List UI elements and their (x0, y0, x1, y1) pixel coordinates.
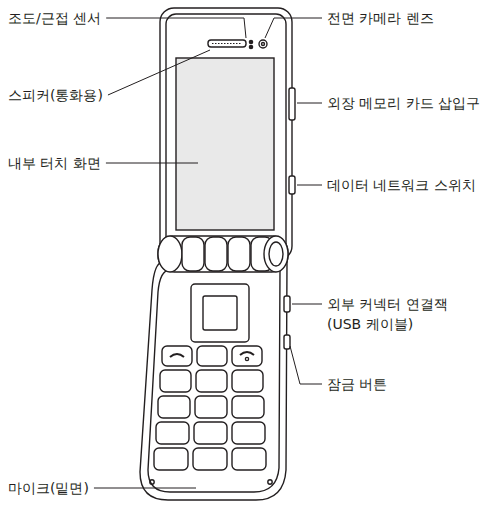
leader-line (265, 18, 322, 38)
part-label: 마이크(밑면) (8, 478, 89, 498)
camera-lens (262, 43, 265, 46)
part-label: 외장 메모리 카드 삽입구 (327, 93, 480, 113)
screw (268, 480, 272, 484)
nav-center (203, 296, 237, 330)
hinge (158, 236, 288, 272)
usb-jack (284, 296, 290, 312)
leader-line (106, 18, 246, 38)
upper-bezel (166, 14, 286, 254)
leader-line (297, 103, 322, 104)
leader-line (106, 163, 198, 164)
sensor-dot (249, 40, 252, 43)
part-label: 전면 카메라 렌즈 (327, 8, 434, 28)
part-label: 조도/근접 센서 (8, 8, 101, 28)
sensor-dot (249, 45, 252, 48)
screw (150, 480, 154, 484)
lower-inner (148, 270, 280, 492)
touch-screen (176, 58, 274, 230)
leader-line (292, 304, 322, 305)
part-label: 스피커(통화용) (8, 85, 103, 105)
upper-body (160, 8, 292, 260)
camera-lens (259, 40, 267, 48)
lock-button (284, 335, 290, 349)
nav-key (191, 284, 249, 342)
part-label: 잠금 버튼 (327, 374, 387, 394)
lower-body (140, 262, 287, 500)
network-switch (289, 176, 295, 194)
part-label: 내부 터치 화면 (8, 153, 101, 173)
part-label: 데이터 네트워크 스위치 (327, 175, 476, 195)
keypad (154, 346, 266, 470)
earpiece-grille (212, 43, 242, 44)
earpiece (208, 40, 246, 47)
leader-line (108, 50, 210, 95)
card-slot (289, 88, 295, 120)
part-label: 외부 커넥터 연결잭 (USB 케이블) (327, 294, 467, 334)
leader-line (297, 185, 322, 186)
leader-line (290, 346, 322, 384)
leader-line (94, 488, 196, 489)
